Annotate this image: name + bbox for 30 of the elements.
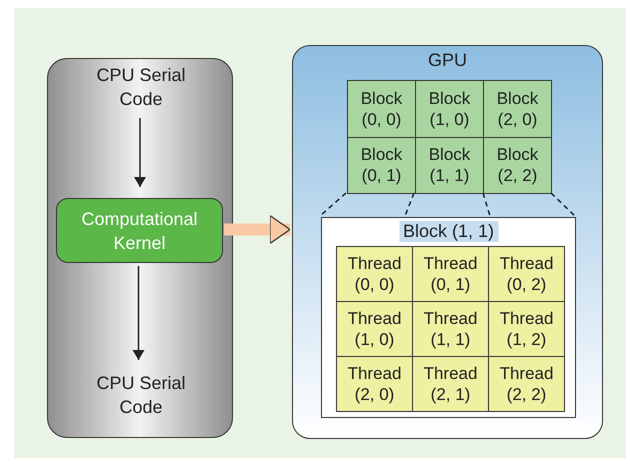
dashed-line xyxy=(482,192,491,216)
block-cell: Block (2, 2) xyxy=(483,136,552,194)
cpu-panel xyxy=(47,58,233,438)
code-label: CPU Serial Code xyxy=(83,371,199,419)
thread-cell: Thread (1, 2) xyxy=(488,301,565,357)
block-cell: Block (0, 0) xyxy=(347,80,416,138)
arrow xyxy=(224,214,291,244)
thread-cell: Thread (2, 2) xyxy=(488,356,565,412)
thread-cell: Thread (1, 0) xyxy=(336,301,413,357)
code-label: CPU Serial Code xyxy=(83,63,199,111)
dashed-line xyxy=(550,192,576,217)
thread-cell: Thread (2, 0) xyxy=(336,356,413,412)
block-cell: Block (0, 1) xyxy=(347,136,416,194)
dashed-line xyxy=(320,192,346,217)
thread-cell: Thread (1, 1) xyxy=(412,301,489,357)
panel-heading: GPU xyxy=(428,50,467,71)
block-detail-box xyxy=(321,217,576,418)
thread-cell: Thread (0, 1) xyxy=(412,246,489,302)
dashed-line xyxy=(404,192,415,216)
arrow xyxy=(134,118,146,187)
block-cell: Block (1, 1) xyxy=(415,136,484,194)
thread-cell: Thread (2, 1) xyxy=(412,356,489,412)
block-cell: Block (1, 0) xyxy=(415,80,484,138)
gpu-panel xyxy=(292,45,603,439)
arrow xyxy=(132,266,144,360)
panel-heading: Block (1, 1) xyxy=(398,221,498,242)
kernel-box: Computational Kernel xyxy=(56,198,223,263)
block-cell: Block (2, 0) xyxy=(483,80,552,138)
thread-cell: Thread (0, 0) xyxy=(336,246,413,302)
thread-cell: Thread (0, 2) xyxy=(488,246,565,302)
